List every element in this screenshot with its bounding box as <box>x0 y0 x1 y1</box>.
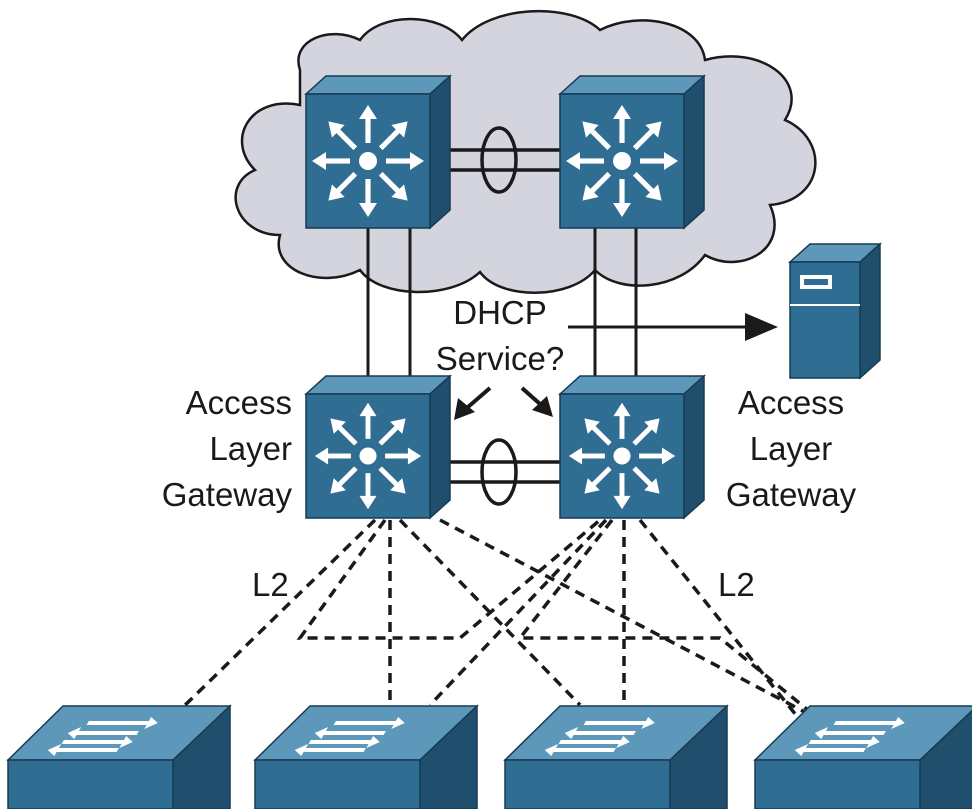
l2-label-right: L2 <box>718 566 755 603</box>
access-switch-3 <box>503 704 729 809</box>
access-switches <box>6 704 972 809</box>
dhcp-service-label: DHCP Service? <box>430 290 570 382</box>
dhcp-line2: Service? <box>435 340 565 377</box>
l2-label-left: L2 <box>252 566 289 603</box>
access-switch-2 <box>253 704 479 809</box>
dhcp-arrow-to-server <box>568 313 778 341</box>
left-gateway-label: Access Layer Gateway <box>150 380 292 518</box>
dhcp-line1: DHCP <box>453 294 547 331</box>
right-gateway-line1: Access <box>737 384 845 421</box>
left-gateway-line2: Layer <box>209 430 292 467</box>
access-switch-1 <box>6 704 232 809</box>
right-gateway-line2: Layer <box>749 430 833 467</box>
left-gateway-line1: Access <box>185 384 292 421</box>
server-icon <box>788 242 882 380</box>
core-switch-left <box>304 74 452 230</box>
right-gateway-line3: Gateway <box>725 476 857 513</box>
access-switch-4 <box>753 705 972 809</box>
right-gateway-label: Access Layer Gateway <box>716 380 866 518</box>
core-to-gateway-links <box>366 225 638 392</box>
gateway-switch-left <box>304 374 452 520</box>
l2-dashed-links <box>178 518 822 722</box>
core-port-channel <box>448 126 560 194</box>
gateway-switch-right <box>558 374 706 520</box>
left-gateway-line3: Gateway <box>161 476 292 513</box>
dhcp-question-arrows <box>454 386 553 420</box>
gateway-port-channel <box>448 438 560 506</box>
core-switch-right <box>558 74 706 230</box>
